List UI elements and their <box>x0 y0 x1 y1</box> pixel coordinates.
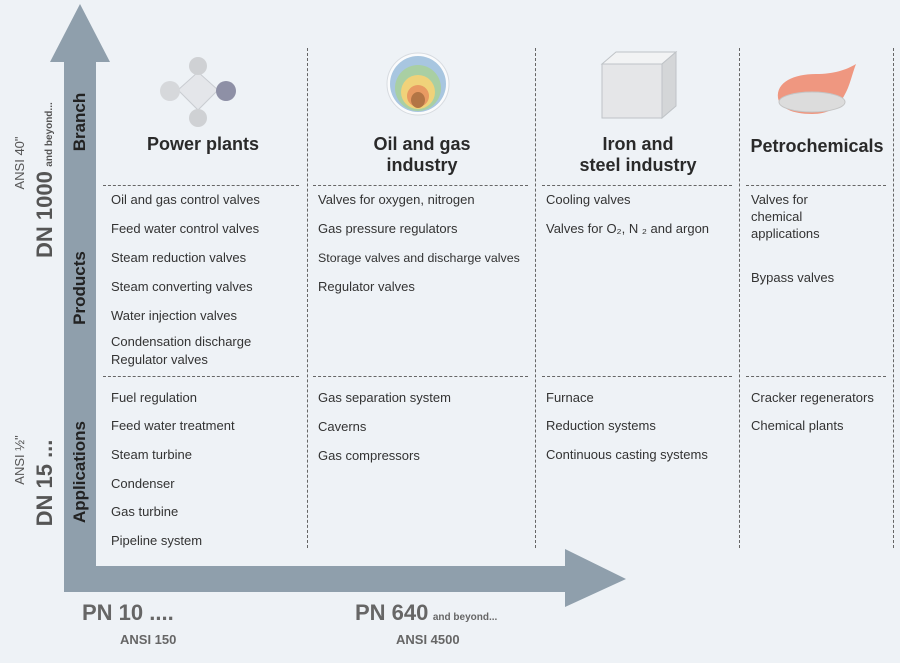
dn-top-label: DN 1000 and beyond... <box>32 102 57 258</box>
ansi-left-label: ANSI 150 <box>120 632 177 647</box>
column-title-petrochemicals: Petrochemicals <box>750 136 884 156</box>
section-label-branch: Branch <box>70 92 89 152</box>
list-item: Feed water control valves <box>111 221 260 236</box>
list-item: Steam turbine <box>111 447 192 462</box>
column-divider <box>893 48 894 548</box>
list-item: Steam reduction valves <box>111 250 247 265</box>
list-item: Continuous casting systems <box>546 447 708 462</box>
list-item: Condensation discharge <box>111 334 252 349</box>
list-item: Storage valves and discharge valves <box>318 251 520 265</box>
row-divider <box>542 376 732 377</box>
row-divider <box>542 185 732 186</box>
column-title-iron-steel: Iron and steel industry <box>579 134 697 175</box>
list-item: Gas separation system <box>318 390 451 405</box>
list-item: Feed water treatment <box>111 418 235 433</box>
list-item: Regulator valves <box>318 279 415 294</box>
list-item: Cracker regenerators <box>751 390 874 405</box>
row-divider <box>103 376 299 377</box>
petrochemical-icon <box>777 64 856 114</box>
list-item: Gas turbine <box>111 504 179 519</box>
pn-left-label: PN 10 .... <box>82 600 174 625</box>
column-title-power-plants: Power plants <box>146 134 260 154</box>
row-divider <box>103 185 299 186</box>
ansi-right-label: ANSI 4500 <box>396 632 460 647</box>
list-item: Valves for oxygen, nitrogen <box>318 192 475 207</box>
column-divider <box>535 48 536 548</box>
list-item: Fuel regulation <box>111 390 197 405</box>
section-label-products: Products <box>70 251 89 325</box>
power-plant-icon <box>160 57 236 127</box>
list-item: Reduction systems <box>546 418 656 433</box>
list-item: Gas pressure regulators <box>318 221 458 236</box>
row-divider <box>746 185 886 186</box>
list-item: Water injection valves <box>111 308 237 323</box>
horizontal-axis-arrow <box>64 549 626 607</box>
row-divider <box>313 376 528 377</box>
section-label-applications: Applications <box>70 421 89 524</box>
ansi-bottom-label: ANSI ½" <box>12 435 27 485</box>
list-item: Caverns <box>318 419 367 434</box>
list-item: Gas compressors <box>318 448 420 463</box>
row-divider <box>746 376 886 377</box>
list-item: Furnace <box>546 390 594 405</box>
column-divider <box>307 48 308 548</box>
list-item: Oil and gas control valves <box>111 192 260 207</box>
row-divider <box>313 185 528 186</box>
list-item: chemical <box>751 209 803 224</box>
list-item: Regulator valves <box>111 352 208 367</box>
list-item: Chemical plants <box>751 418 844 433</box>
vertical-axis-arrow <box>50 4 110 592</box>
list-item: Pipeline system <box>111 533 203 548</box>
oil-gas-icon <box>386 52 450 116</box>
column-title-oil-gas: Oil and gas industry <box>373 134 471 175</box>
steel-block-icon <box>600 50 678 120</box>
list-item: Steam converting valves <box>111 279 253 294</box>
list-item: Valves for <box>751 192 808 207</box>
list-item: Valves for O₂, N ₂ and argon <box>546 221 710 236</box>
column-divider <box>739 48 740 548</box>
list-item: Condenser <box>111 476 175 491</box>
pn-right-label: PN 640 and beyond... <box>355 600 498 625</box>
ansi-top-label: ANSI 40" <box>12 136 27 190</box>
dn-bottom-label: DN 15 ... <box>32 439 57 527</box>
list-item: Cooling valves <box>546 192 631 207</box>
list-item: applications <box>751 226 820 241</box>
list-item: Bypass valves <box>751 270 835 285</box>
